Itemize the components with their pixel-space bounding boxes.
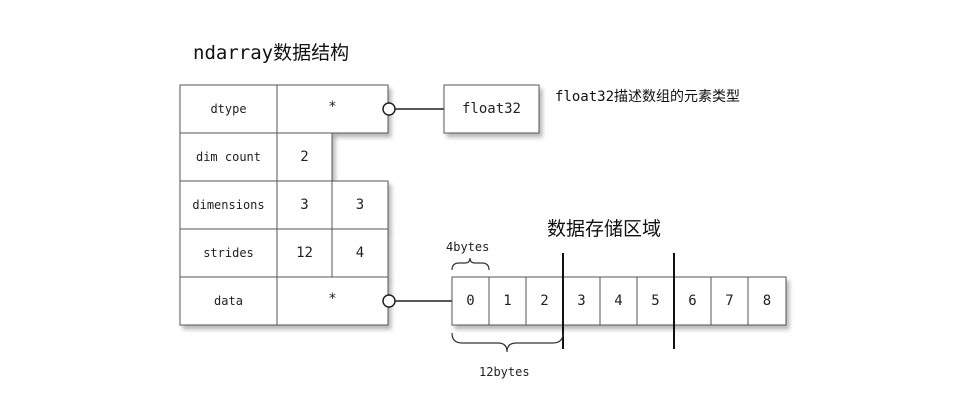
header-key-dtype: dtype xyxy=(210,102,247,116)
dtype-note: float32描述数组的元素类型 xyxy=(555,89,741,105)
element-size-brace xyxy=(451,257,490,271)
dtype-pointer xyxy=(382,102,444,116)
storage-element-1: 1 xyxy=(503,293,512,309)
row-size-brace xyxy=(451,332,564,353)
storage-title: 数据存储区域 xyxy=(547,218,662,240)
storage-element-3: 3 xyxy=(577,293,586,309)
header-key-data: data xyxy=(214,294,243,308)
header-table xyxy=(179,84,389,326)
header-key-dim-count: dim count xyxy=(195,150,262,164)
header-value-dimensions-1: 3 xyxy=(355,197,365,213)
header-value-data: * xyxy=(328,291,337,307)
storage-element-4: 4 xyxy=(614,293,623,309)
storage-element-0: 0 xyxy=(466,293,475,309)
dtype-box-frame xyxy=(443,84,540,134)
data-pointer xyxy=(382,294,452,308)
storage-element-2: 2 xyxy=(540,293,549,309)
diagram-title: ndarray数据结构 xyxy=(193,42,350,64)
storage-element-7: 7 xyxy=(725,293,734,309)
storage-element-8: 8 xyxy=(762,293,772,309)
header-key-dimensions: dimensions xyxy=(192,198,265,212)
dtype-box: float32 xyxy=(461,101,521,117)
storage-element-5: 5 xyxy=(651,293,660,309)
header-value-strides-1: 4 xyxy=(355,245,365,261)
storage-array xyxy=(451,276,787,326)
element-size-label: 4bytes xyxy=(446,240,490,254)
header-value-dim-count: 2 xyxy=(300,149,309,165)
header-value-dtype: * xyxy=(328,99,337,115)
header-value-dimensions-0: 3 xyxy=(300,197,309,213)
row-size-label: 12bytes xyxy=(479,365,530,379)
header-value-strides-0: 12 xyxy=(296,245,313,261)
storage-element-6: 6 xyxy=(688,293,697,309)
header-key-strides: strides xyxy=(203,246,254,260)
